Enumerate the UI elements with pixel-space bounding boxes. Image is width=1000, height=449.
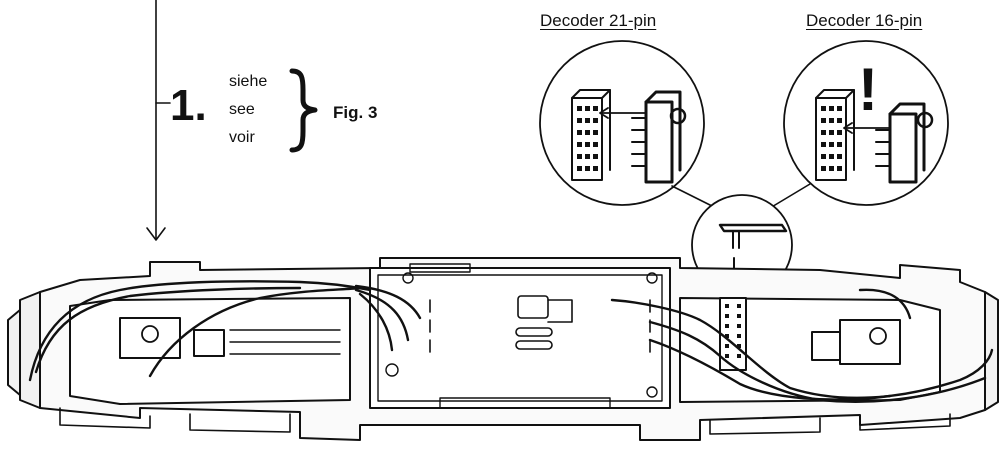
connector-line-right xyxy=(769,183,811,209)
curly-brace xyxy=(289,68,318,153)
locomotive-chassis xyxy=(7,257,999,441)
warning-exclamation: ! xyxy=(858,56,878,123)
figure-reference: Fig. 3 xyxy=(333,103,378,122)
step-word-see: see xyxy=(229,101,255,118)
decoder-21pin-label: Decoder 21-pin xyxy=(540,11,657,30)
decoder-16pin-detail xyxy=(783,40,949,206)
step-number: 1. xyxy=(170,81,207,130)
step-word-siehe: siehe xyxy=(229,73,268,90)
locomotive-wires xyxy=(28,280,994,403)
step-word-voir: voir xyxy=(229,129,255,146)
decoder-16pin-label: Decoder 16-pin xyxy=(806,11,923,30)
step-arrow xyxy=(146,0,171,241)
decoder-21pin-detail xyxy=(539,40,705,206)
connector-line-left xyxy=(671,185,717,209)
